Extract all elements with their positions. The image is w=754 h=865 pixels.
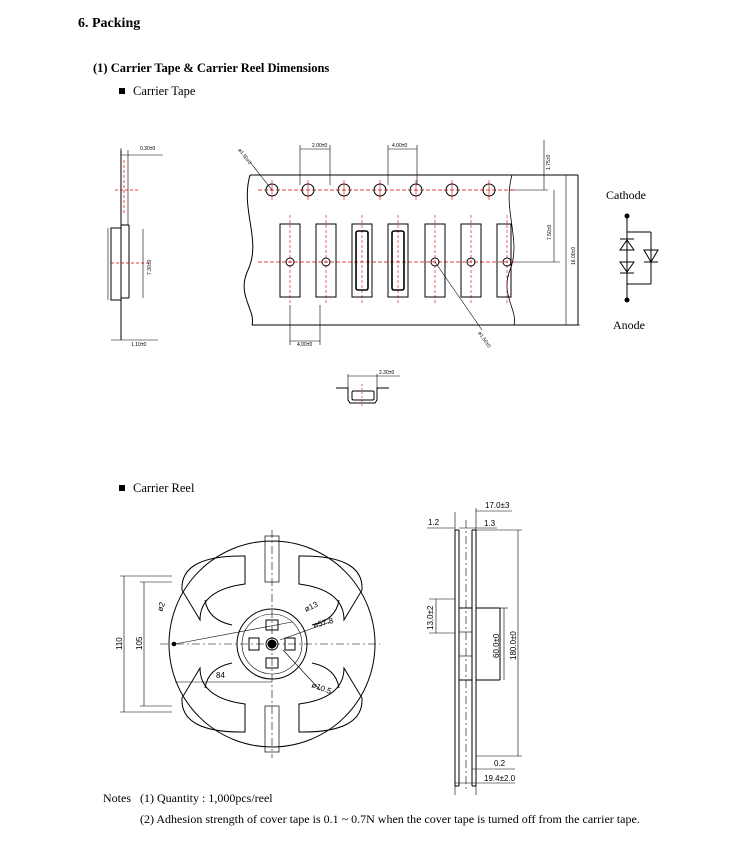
- note-2: (2) Adhesion strength of cover tape is 0…: [140, 812, 640, 826]
- pocket-hole: [285, 257, 295, 267]
- notes-label: Notes: [103, 791, 131, 805]
- dim-lip-13: 1.3: [484, 519, 496, 528]
- dim-hub-57-8: ø57.8: [312, 616, 335, 630]
- dim-tape-width: 16.00±0: [571, 247, 577, 265]
- pocket: [351, 223, 373, 298]
- tape-top-view: [243, 140, 580, 345]
- pocket-hole: [430, 257, 440, 267]
- pocket: [279, 223, 301, 298]
- pocket-hole: [502, 257, 512, 267]
- dim-pocket-width: 2.30±0: [379, 370, 394, 376]
- carrier-reel-heading: Carrier Reel: [119, 481, 194, 496]
- tape-cross-section: [107, 148, 163, 341]
- dim-hub-dia-60: 60.0±0: [492, 633, 501, 658]
- dim-edge-offset: 1.75±0: [546, 155, 552, 170]
- pocket: [460, 223, 482, 298]
- dim-sprocket-dia: ø1.50±0: [236, 148, 252, 166]
- dim-hub-13: 13.0±2: [426, 605, 435, 630]
- carrier-tape-heading: Carrier Tape: [119, 84, 195, 99]
- subsection-title: (1) Carrier Tape & Carrier Reel Dimensio…: [93, 61, 330, 75]
- dim-flange-gap-top: 1.2: [428, 518, 440, 527]
- pocket-component: [355, 230, 369, 291]
- cathode-label: Cathode: [606, 188, 646, 202]
- tape-pockets: [249, 161, 512, 331]
- dim-reel-dia-180: 180.0±0: [509, 631, 518, 660]
- pocket: [387, 223, 409, 298]
- dim-top-thickness: 0.30±0: [140, 146, 155, 152]
- dim-t-02: 0.2: [494, 759, 506, 768]
- bullet-icon: [119, 88, 125, 94]
- dim-hub-r: ø2: [155, 600, 167, 612]
- dim-pocket-pitch: 4.00±0: [297, 342, 312, 348]
- dim-outer-dia: 110: [115, 637, 124, 650]
- dim-pitch-small: 2.00±0: [312, 143, 327, 149]
- dim-sprocket-pitch: 4.00±0: [392, 143, 407, 149]
- pocket: [496, 223, 512, 298]
- section-title: 6. Packing: [78, 16, 141, 31]
- pocket-hole: [321, 257, 331, 267]
- pocket-component: [391, 230, 405, 291]
- dim-width-17: 17.0±3: [485, 501, 510, 510]
- pocket-hole: [466, 257, 476, 267]
- dim-hole-dia: ø1.50±0: [476, 331, 492, 350]
- bullet-icon: [119, 485, 125, 491]
- note-1: (1) Quantity : 1,000pcs/reel: [140, 791, 273, 805]
- carrier-tape-heading-text: Carrier Tape: [133, 84, 196, 98]
- pocket: [315, 223, 337, 298]
- dim-center-offset: 7.50±0: [547, 225, 553, 240]
- dim-inner-dia: 105: [135, 636, 144, 650]
- carrier-reel-heading-text: Carrier Reel: [133, 481, 195, 495]
- dim-arbor-10-5: ø10.5: [310, 680, 333, 696]
- dim-radius: 84: [216, 671, 225, 680]
- anode-label: Anode: [613, 318, 645, 332]
- pocket: [424, 223, 446, 298]
- dim-bore-13: ø13: [303, 600, 320, 614]
- dim-pocket-depth: 7.30±0: [147, 260, 153, 275]
- reel-side-view: [427, 508, 522, 795]
- pocket-cross-section: [336, 374, 400, 404]
- dim-total-width: 19.4±2.0: [484, 774, 516, 783]
- diode-symbol: [619, 213, 659, 303]
- dim-bottom-width: 1.10±0: [131, 342, 146, 348]
